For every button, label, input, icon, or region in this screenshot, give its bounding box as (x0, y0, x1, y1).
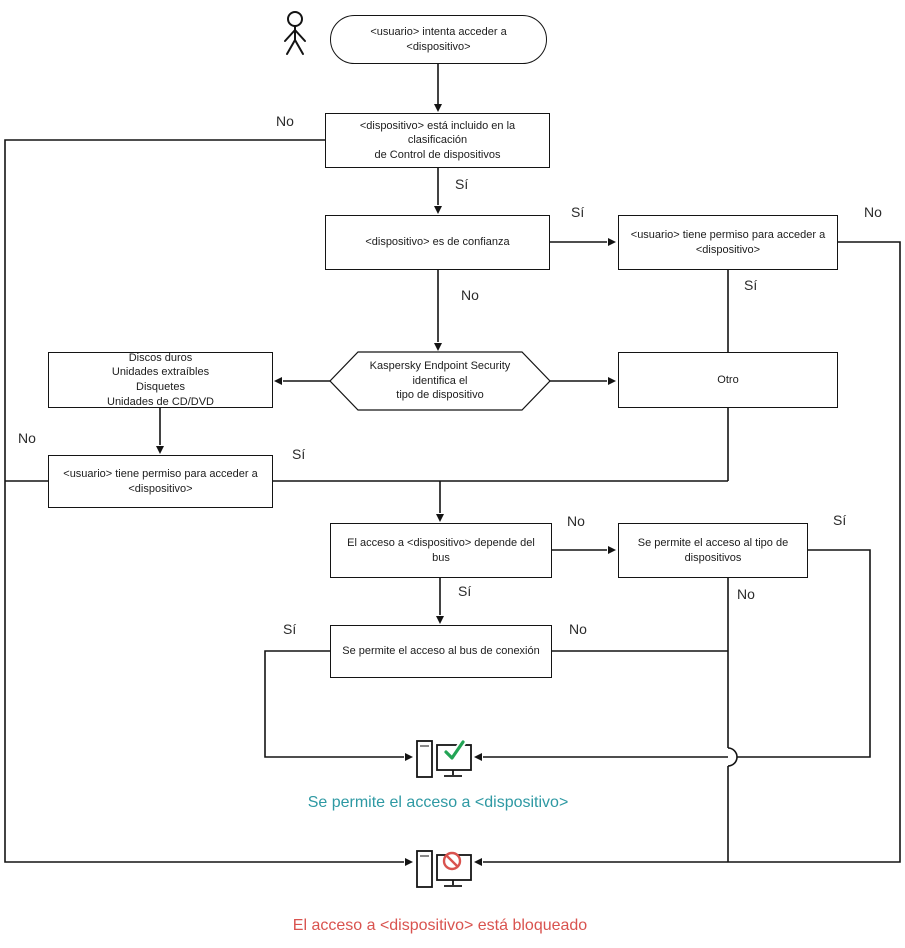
edge-label-classification-no: No (276, 113, 294, 129)
edge-label-bus-depends-si: Sí (458, 583, 472, 599)
edge-label-permission-left-no: No (18, 430, 36, 446)
edge-label-type-allowed-no: No (737, 586, 755, 602)
edge-label-classification-si: Sí (455, 176, 469, 192)
edge-label-bus-depends-no: No (567, 513, 585, 529)
computer-check-icon (416, 738, 472, 778)
edge-label-trusted-no: No (461, 287, 479, 303)
node-device-types: Discos duros Unidades extraíbles Disquet… (48, 352, 273, 408)
prohibition-icon (442, 851, 462, 871)
edge-label-permission-left-si: Sí (292, 446, 306, 462)
node-permission-left: <usuario> tiene permiso para acceder a <… (48, 455, 273, 508)
node-identify: Kaspersky Endpoint Security identifica e… (369, 360, 511, 402)
edge-typeallowed-si (483, 549, 871, 758)
edge-label-permission-top-si: Sí (744, 277, 758, 293)
node-start: <usuario> intenta acceder a <dispositivo… (330, 15, 547, 64)
computer-prohibited-icon (416, 850, 472, 888)
node-trusted: <dispositivo> es de confianza (325, 215, 550, 270)
identify-hexagon-shape (329, 351, 551, 411)
node-other: Otro (618, 352, 838, 408)
node-bus-depends: El acceso a <dispositivo> depende del bu… (330, 523, 552, 578)
edge-label-bus-allowed-si: Sí (283, 621, 297, 637)
node-bus-allowed: Se permite el acceso al bus de conexión (330, 625, 552, 678)
arrowheads (156, 104, 616, 866)
allowed-caption: Se permite el acceso a <dispositivo> (307, 794, 569, 811)
node-permission-top: <usuario> tiene permiso para acceder a <… (618, 215, 838, 270)
edge-label-permission-top-no: No (864, 204, 882, 220)
blocked-caption: El acceso a <dispositivo> está bloqueado (292, 917, 588, 934)
edge-label-bus-allowed-no: No (569, 621, 587, 637)
edge-classification-no (4, 139, 404, 863)
edge-label-type-allowed-si: Sí (833, 512, 847, 528)
node-classification: <dispositivo> está incluido en la clasif… (325, 113, 550, 168)
edge-label-trusted-si: Sí (571, 204, 585, 220)
edge-busallowed-si (264, 650, 404, 758)
edge-typeallowed-no-hop (727, 747, 738, 767)
node-type-allowed: Se permite el acceso al tipo de disposit… (618, 523, 808, 578)
person-icon (284, 11, 306, 55)
edge-permission-top-no (483, 241, 901, 863)
check-icon (442, 738, 467, 762)
